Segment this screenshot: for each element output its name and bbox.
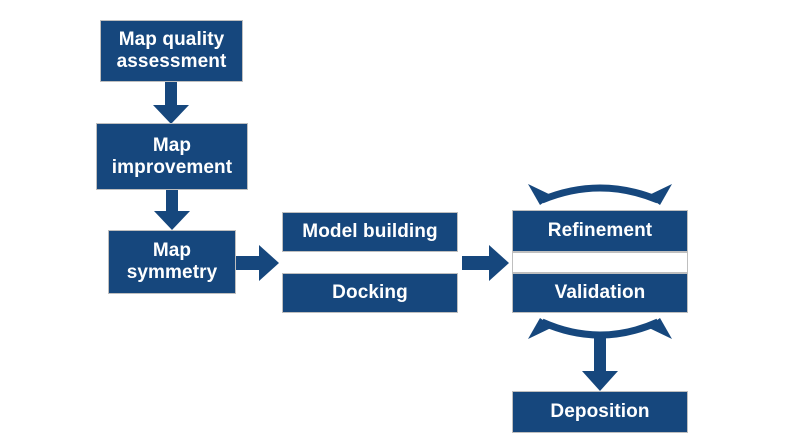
node-validation-label: Validation: [554, 282, 646, 304]
node-model-building-label: Model building: [302, 221, 438, 243]
arrow-build-dock-to-refinement-icon: [462, 245, 509, 281]
node-docking[interactable]: Docking: [282, 273, 458, 313]
arrow-quality-to-improvement-icon: [153, 82, 189, 124]
cycle-spacer-box: [512, 252, 688, 273]
node-map-symmetry[interactable]: Map symmetry: [108, 230, 236, 294]
arc-top-refinement-validation-icon: [528, 184, 672, 205]
node-map-quality-assessment-label: Map quality assessment: [116, 29, 227, 72]
node-validation[interactable]: Validation: [512, 273, 688, 313]
node-map-symmetry-label: Map symmetry: [126, 240, 218, 283]
node-deposition[interactable]: Deposition: [512, 391, 688, 433]
node-deposition-label: Deposition: [550, 401, 650, 423]
arrow-symmetry-to-build-dock-icon: [236, 245, 279, 281]
node-model-building[interactable]: Model building: [282, 212, 458, 252]
arrow-cycle-to-deposition-icon: [582, 337, 618, 391]
node-map-improvement[interactable]: Map improvement: [96, 123, 248, 190]
node-refinement-label: Refinement: [547, 220, 653, 242]
node-map-improvement-label: Map improvement: [111, 134, 233, 178]
arc-bottom-refinement-validation-icon: [528, 318, 672, 339]
arrow-improvement-to-symmetry-icon: [154, 190, 190, 230]
node-docking-label: Docking: [332, 282, 408, 304]
node-map-quality-assessment[interactable]: Map quality assessment: [100, 20, 243, 82]
node-refinement[interactable]: Refinement: [512, 210, 688, 252]
